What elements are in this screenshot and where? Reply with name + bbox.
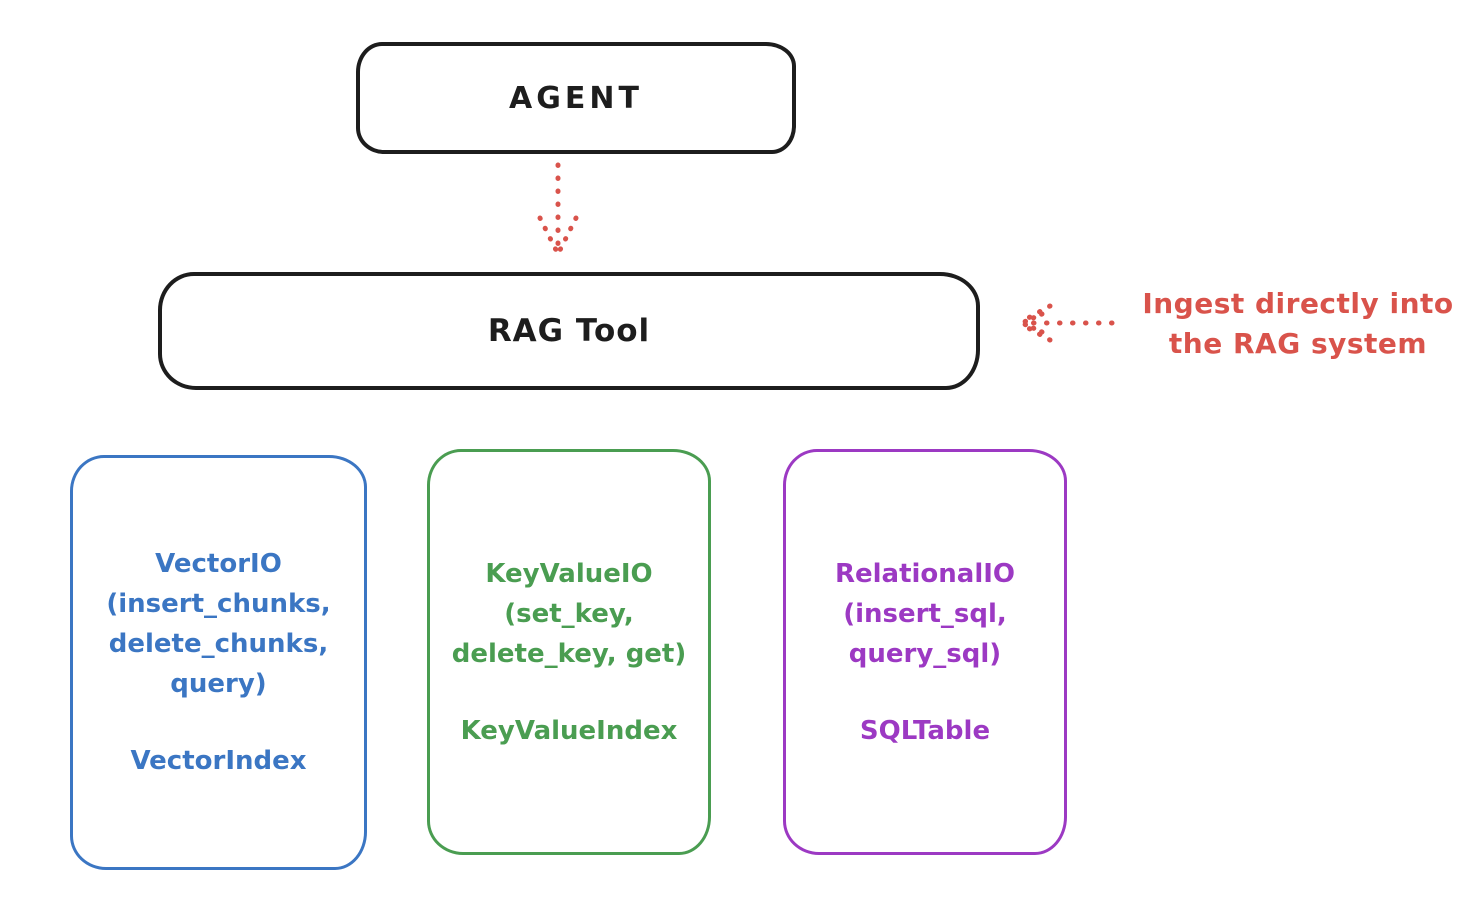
agent-node: AGENT — [356, 42, 796, 154]
vector-io-title: VectorIO — [155, 549, 282, 579]
agent-to-ragtool-arrow-icon — [537, 162, 579, 255]
sql-table-label: SQLTable — [859, 715, 991, 746]
keyvalue-io-title: KeyValueIO — [485, 558, 653, 589]
agent-label: AGENT — [509, 80, 643, 116]
rag-tool-node: RAG Tool — [158, 272, 980, 390]
ingest-annotation-line2: the RAG system — [1168, 327, 1428, 360]
vector-io-box: VectorIO (insert_chunks, delete_chunks, … — [70, 455, 367, 870]
rag-tool-label: RAG Tool — [487, 313, 651, 349]
ingest-arrow-icon — [1018, 303, 1115, 343]
keyvalue-index-label: KeyValueIndex — [460, 715, 678, 746]
keyvalue-io-box: KeyValueIO (set_key, delete_key, get) Ke… — [427, 449, 711, 855]
ingest-annotation: Ingest directly into the RAG system — [1116, 284, 1480, 364]
relational-io-title: RelationalIO — [834, 558, 1016, 589]
vector-index-label: VectorIndex — [130, 746, 307, 776]
relational-io-methods: RelationalIO (insert_sql, query_sql) — [835, 554, 1015, 674]
vector-io-methods: VectorIO (insert_chunks, delete_chunks, … — [106, 544, 330, 704]
ingest-annotation-line1: Ingest directly into — [1142, 287, 1454, 320]
relational-io-box: RelationalIO (insert_sql, query_sql) SQL… — [783, 449, 1067, 855]
keyvalue-io-methods: KeyValueIO (set_key, delete_key, get) — [452, 554, 687, 674]
